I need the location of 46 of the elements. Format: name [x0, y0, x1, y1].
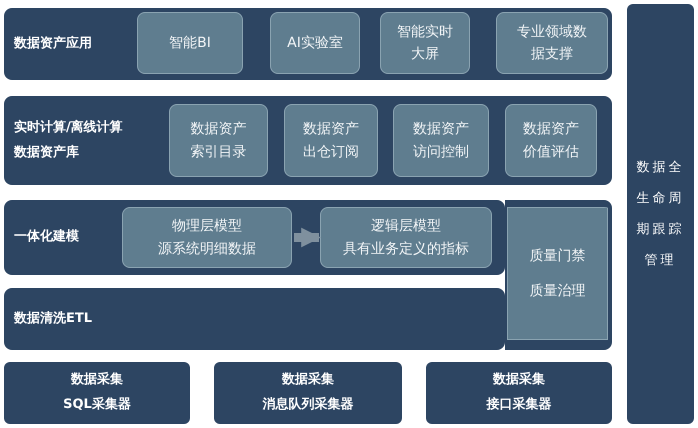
arrow — [294, 228, 321, 248]
layer-band — [4, 288, 505, 350]
layer-title: 一体化建模 — [14, 228, 79, 246]
box-label: 数据资产索引目录 — [190, 120, 248, 162]
box-label: 数据资产价值评估 — [522, 120, 580, 162]
box-label: 专业领域数据支撑 — [516, 22, 588, 64]
panel-label: 数据全生命周期跟踪管理 — [636, 158, 686, 270]
module-box — [505, 104, 597, 177]
layer-band — [4, 200, 505, 275]
collector-box — [214, 362, 402, 424]
layer-band — [4, 8, 612, 80]
module-box — [393, 104, 489, 177]
quality-box — [505, 200, 612, 350]
box-label: 数据采集 — [282, 370, 334, 390]
module-box — [270, 12, 360, 74]
layer-title: 实时计算/离线计算 — [14, 118, 123, 136]
box-label: 数据资产访问控制 — [412, 120, 470, 162]
module-box — [122, 207, 292, 268]
layer-title: 数据资产库 — [14, 144, 79, 162]
module-box — [169, 104, 268, 177]
layer-title: 数据资产应用 — [14, 34, 92, 52]
module-box — [320, 207, 492, 268]
box-label: 质量治理 — [530, 282, 586, 300]
box-label: 物理层模型 — [172, 217, 242, 236]
box-label: 智能实时大屏 — [396, 22, 454, 64]
box-label: 质量门禁 — [530, 247, 586, 266]
box-label: 智能BI — [169, 34, 211, 53]
box-label: 数据采集 — [493, 370, 545, 390]
box-label: 逻辑层模型 — [371, 217, 441, 236]
box-label: 具有业务定义的指标 — [343, 240, 469, 258]
module-box — [137, 12, 243, 74]
module-box — [496, 12, 608, 74]
lifecycle-panel — [627, 4, 694, 424]
layer-band — [4, 96, 612, 185]
box-label: 接口采集器 — [486, 396, 552, 414]
box-label: SQL采集器 — [63, 396, 131, 414]
box-label: 消息队列采集器 — [262, 396, 354, 414]
box-label: 数据资产出仓订阅 — [302, 120, 360, 162]
module-box — [284, 104, 378, 177]
box-label: 源系统明细数据 — [158, 240, 256, 258]
layer-title: 数据清洗ETL — [14, 310, 92, 328]
module-box — [380, 12, 470, 74]
box-label: 数据采集 — [71, 370, 123, 390]
collector-box — [4, 362, 190, 424]
box-label: AI实验室 — [287, 34, 343, 53]
collector-box — [426, 362, 612, 424]
